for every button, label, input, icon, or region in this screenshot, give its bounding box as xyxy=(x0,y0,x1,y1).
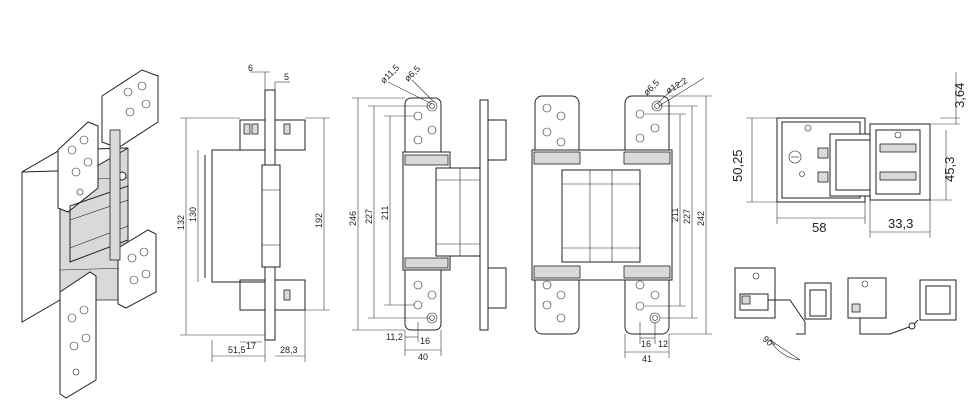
back-view: ø6,5 ø12,2 211 227 242 16 12 41 xyxy=(531,76,712,364)
side-view: 6 5 132 130 192 51,5 17 28,3 xyxy=(176,63,330,362)
opening-view-180 xyxy=(847,277,957,335)
dim-top-3-64: 3,64 xyxy=(952,83,967,108)
dim-front-211: 211 xyxy=(380,206,390,220)
dim-front-d6-5: ø6,5 xyxy=(402,64,422,84)
isometric-hinge-view xyxy=(21,69,159,399)
dim-front-246: 246 xyxy=(348,211,358,226)
dim-back-227: 227 xyxy=(682,209,692,224)
top-view: 50,25 58 33,3 3,64 45,3 xyxy=(730,72,967,238)
dim-side-17: 17 xyxy=(246,341,256,351)
dim-top-45-3: 45,3 xyxy=(942,157,957,182)
dim-side-51-5: 51,5 xyxy=(228,345,246,355)
dim-back-16: 16 xyxy=(641,339,651,349)
dim-back-211: 211 xyxy=(670,208,680,222)
dim-back-12: 12 xyxy=(658,339,668,349)
dim-back-242: 242 xyxy=(696,211,706,226)
dim-top-50-25: 50,25 xyxy=(730,149,745,182)
dim-top-33-3: 33,3 xyxy=(888,216,913,231)
opening-view-90: 90° xyxy=(734,267,832,361)
dim-side-28-3: 28,3 xyxy=(280,345,298,355)
dim-back-d12-2: ø12,2 xyxy=(664,76,689,96)
dim-front-16: 16 xyxy=(420,336,430,346)
dim-top-58: 58 xyxy=(812,220,826,235)
dim-back-41: 41 xyxy=(642,354,652,364)
dim-front-d11-5: ø11,5 xyxy=(378,63,401,86)
dim-front-11-2: 11,2 xyxy=(386,332,403,342)
front-view: ø11,5 ø6,5 246 227 211 11,2 16 40 xyxy=(348,63,507,362)
dim-back-d6-5: ø6,5 xyxy=(641,78,661,98)
angle-90: 90° xyxy=(761,334,778,351)
dim-front-40: 40 xyxy=(418,352,428,362)
dim-side-130: 130 xyxy=(188,207,198,222)
dim-side-132: 132 xyxy=(176,215,186,230)
dim-side-192: 192 xyxy=(314,213,324,228)
dim-front-227: 227 xyxy=(364,209,374,224)
dim-side-6: 6 xyxy=(248,63,253,73)
dim-side-5: 5 xyxy=(284,72,289,82)
